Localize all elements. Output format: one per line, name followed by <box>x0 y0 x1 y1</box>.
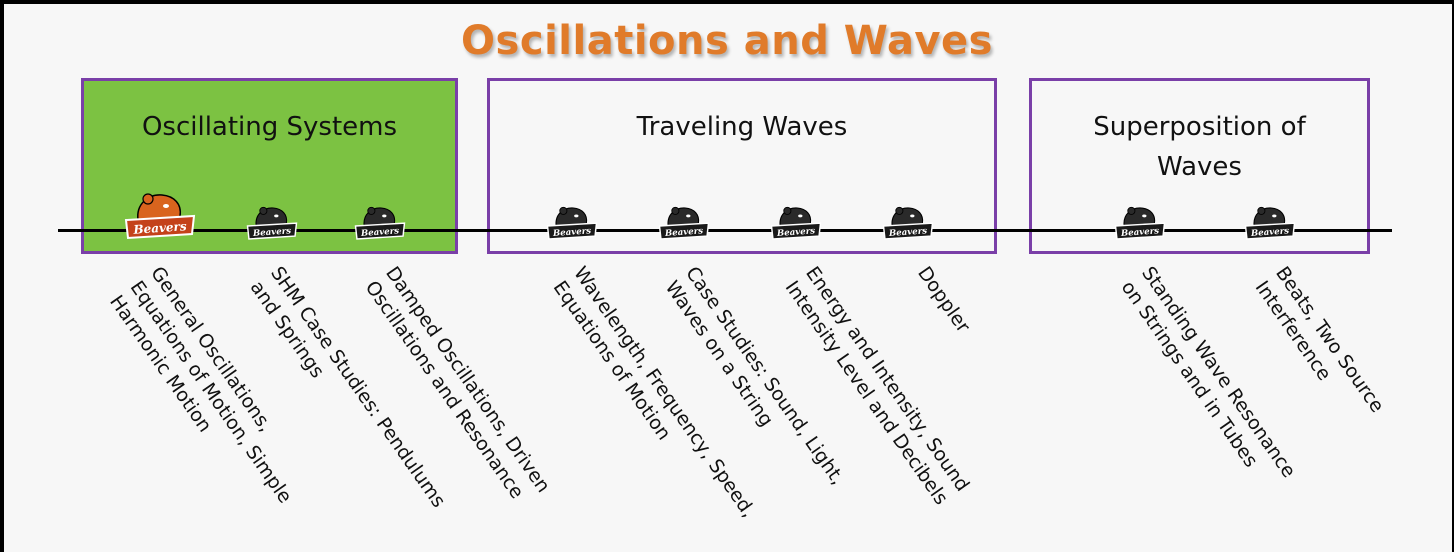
topic-marker: Beavers <box>232 190 312 246</box>
section-superposition-of-waves: Superposition of Waves <box>1029 78 1370 254</box>
beaver-logo-icon: Beavers <box>354 206 406 240</box>
current-topic-marker: Beavers <box>120 190 200 246</box>
section-label: Traveling Waves <box>636 112 848 142</box>
timeline-axis <box>58 229 1392 232</box>
beaver-logo-icon: Beavers <box>770 206 822 240</box>
topic-marker: Beavers <box>1230 190 1310 246</box>
beaver-logo-icon: Beavers <box>124 193 196 240</box>
logo-wordmark: Beavers <box>132 219 187 237</box>
topic-marker: Beavers <box>340 190 420 246</box>
section-label: Oscillating Systems <box>141 112 398 142</box>
beaver-logo-icon: Beavers <box>246 206 298 240</box>
topic-marker: Beavers <box>1100 190 1180 246</box>
logo-wordmark: Beavers <box>664 226 704 239</box>
topic-marker: Beavers <box>532 190 612 246</box>
logo-wordmark: Beavers <box>1120 226 1160 239</box>
topic-marker: Beavers <box>756 190 836 246</box>
logo-wordmark: Beavers <box>1250 226 1290 239</box>
slide-title: Oscillations and Waves <box>461 18 993 64</box>
beaver-logo-icon: Beavers <box>882 206 934 240</box>
beaver-logo-icon: Beavers <box>1114 206 1166 240</box>
section-traveling-waves: Traveling Waves <box>487 78 997 254</box>
logo-wordmark: Beavers <box>776 226 816 239</box>
beaver-logo-icon: Beavers <box>658 206 710 240</box>
beaver-logo-icon: Beavers <box>1244 206 1296 240</box>
logo-wordmark: Beavers <box>252 226 292 239</box>
topic-marker: Beavers <box>644 190 724 246</box>
logo-wordmark: Beavers <box>360 226 400 239</box>
beaver-logo-icon: Beavers <box>546 206 598 240</box>
section-label: Superposition of Waves <box>1093 112 1306 182</box>
logo-wordmark: Beavers <box>888 226 928 239</box>
logo-wordmark: Beavers <box>552 226 592 239</box>
topic-marker: Beavers <box>868 190 948 246</box>
